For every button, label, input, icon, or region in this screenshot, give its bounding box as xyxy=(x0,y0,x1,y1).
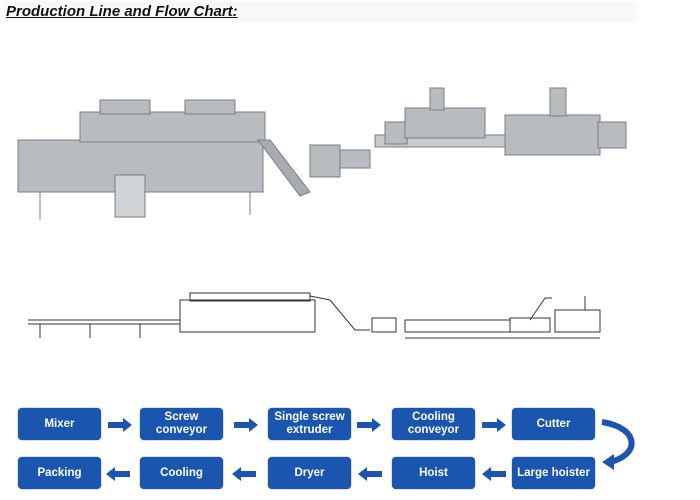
curved-arrow-head xyxy=(602,454,614,470)
arrow-left-icon xyxy=(358,467,382,481)
machine-photo xyxy=(17,87,627,220)
curved-arrow xyxy=(601,419,635,465)
page-title: Production Line and Flow Chart: xyxy=(6,3,238,20)
arrow-right-icon xyxy=(357,418,381,432)
step-hoist: Hoist xyxy=(392,457,475,489)
step-packing: Packing xyxy=(18,457,101,489)
step-cooling: Cooling xyxy=(140,457,223,489)
arrow-right-icon xyxy=(108,418,132,432)
step-single-screw-extruder: Single screw extruder xyxy=(268,408,351,440)
arrow-left-icon xyxy=(106,467,130,481)
step-mixer: Mixer xyxy=(18,408,101,440)
title-bar xyxy=(4,2,636,22)
step-cooling-conveyor: Cooling conveyor xyxy=(392,408,475,440)
arrow-left-icon xyxy=(482,467,506,481)
step-cutter: Cutter xyxy=(512,408,595,440)
line-drawing xyxy=(28,292,601,339)
step-dryer: Dryer xyxy=(268,457,351,489)
arrow-right-icon xyxy=(482,418,506,432)
arrow-right-icon xyxy=(234,418,258,432)
step-screw-conveyor: Screw conveyor xyxy=(140,408,223,440)
step-large-hoister: Large hoister xyxy=(512,457,595,489)
arrow-left-icon xyxy=(232,467,256,481)
